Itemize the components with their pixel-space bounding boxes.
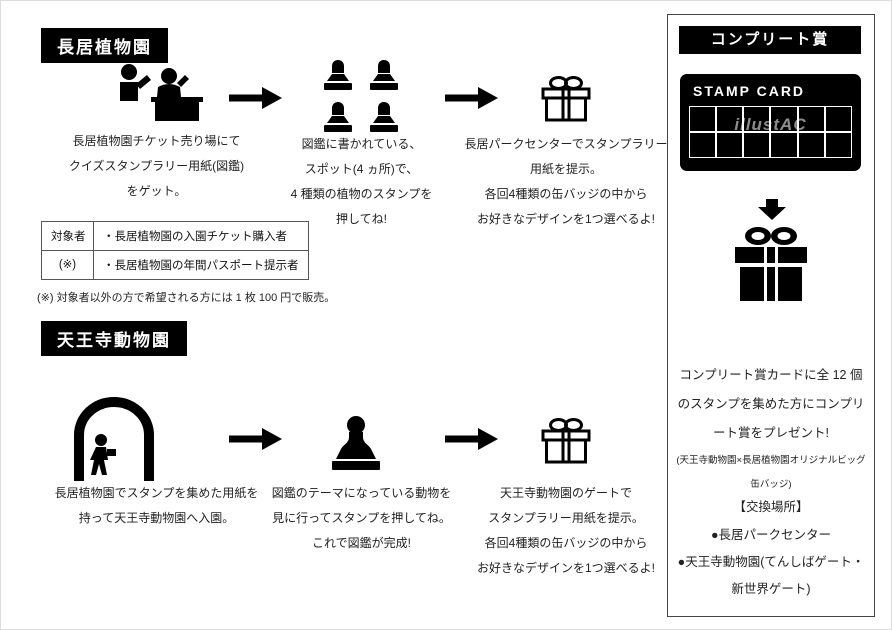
- stamp-cell: [716, 106, 744, 132]
- stamp-cell: [797, 106, 825, 132]
- text-line: 長居植物園チケット売り場にて: [72, 134, 241, 148]
- eligibility-table: 対象者 ・長居植物園の入園チケット購入者 (※) ・長居植物園の年間パスポート提…: [41, 221, 309, 280]
- stamp-card-title: STAMP CARD: [693, 83, 806, 99]
- eligibility-row-1: ・長居植物園の入園チケット購入者: [103, 231, 287, 243]
- stamp-icon: [324, 60, 352, 90]
- stamp-cell: [716, 132, 744, 158]
- flower-gate-icon: [69, 393, 159, 481]
- text-line: クイズスタンプラリー用紙(図鑑): [68, 159, 245, 173]
- text-line: をゲット。: [126, 184, 187, 198]
- stamp-icon: [370, 60, 398, 90]
- exchange-locations: ●長居パークセンター ●天王寺動物園(てんしばゲート・ 新世界ゲート): [668, 522, 874, 603]
- gift-icon: [540, 417, 592, 464]
- stamp-cell: [743, 106, 771, 132]
- stamp-cell: [770, 106, 798, 132]
- step-text-zoo-1: 長居植物園でスタンプを集めた用紙を 持って天王寺動物園へ入園。: [49, 481, 264, 531]
- stamp-cell: [689, 106, 717, 132]
- stamp-cell: [797, 132, 825, 158]
- text-line: ●天王寺動物園(てんしばゲート・: [677, 555, 865, 569]
- stamp-cell: [770, 132, 798, 158]
- step-text-botanical-1: 長居植物園チケット売り場にて クイズスタンプラリー用紙(図鑑) をゲット。: [49, 129, 264, 204]
- stamp-icon: [324, 102, 352, 132]
- arrow-right-icon: [229, 86, 283, 110]
- stamp-cell: [689, 132, 717, 158]
- big-stamp-icon: [328, 415, 384, 477]
- footnote: (※) 対象者以外の方で希望される方には 1 枚 100 円で販売。: [37, 292, 336, 304]
- text-line: ート賞をプレゼント!: [713, 426, 829, 440]
- text-line: ●長居パークセンター: [710, 528, 832, 542]
- text-line: スタンプラリー用紙を提示。: [488, 511, 644, 525]
- text-line: 見に行ってスタンプを押してね。: [272, 511, 451, 525]
- text-line: 各回4種類の缶バッジの中から: [484, 187, 648, 201]
- eligibility-header-2: (※): [42, 250, 94, 279]
- big-gift-icon: [733, 223, 809, 303]
- exchange-heading: 【交換場所】: [733, 500, 809, 514]
- text-line: 4 種類の植物のスタンプを: [290, 187, 433, 201]
- gift-icon: [540, 75, 592, 122]
- text-line: のスタンプを集めた方にコンプリ: [677, 397, 865, 411]
- complete-description: コンプリート賞カードに全 12 個 のスタンプを集めた方にコンプリ ート賞をプレ…: [668, 361, 874, 448]
- prize-note: (天王寺動物園×長居植物園オリジナルビッグ 缶バッジ): [668, 449, 874, 497]
- stamp-cell: [824, 132, 852, 158]
- section-title-zoo: 天王寺動物園: [41, 321, 187, 356]
- four-stamps-icon: [323, 59, 399, 133]
- text-line: 各回4種類の缶バッジの中から: [484, 536, 648, 550]
- step-text-zoo-3: 天王寺動物園のゲートで スタンプラリー用紙を提示。 各回4種類の缶バッジの中から…: [461, 481, 671, 581]
- arrow-right-icon: [229, 427, 283, 451]
- eligibility-header-1: 対象者: [42, 222, 94, 250]
- text-line: 天王寺動物園のゲートで: [499, 486, 632, 500]
- section-title-complete: コンプリート賞: [679, 26, 861, 54]
- stamp-cell: [824, 106, 852, 132]
- text-line: お好きなデザインを1つ選べるよ!: [476, 561, 655, 575]
- stamp-grid: [689, 106, 852, 158]
- text-line: これで図鑑が完成!: [312, 536, 411, 550]
- section-title-botanical: 長居植物園: [41, 28, 168, 63]
- text-line: スポット(4 ヵ所)で、: [304, 162, 419, 176]
- text-line: 持って天王寺動物園へ入園。: [78, 511, 235, 525]
- text-line: 図鑑のテーマになっている動物を: [271, 486, 452, 500]
- arrow-right-icon: [445, 427, 499, 451]
- text-line: 長居植物園でスタンプを集めた用紙を: [54, 486, 259, 500]
- text-line: お好きなデザインを1つ選べるよ!: [476, 212, 655, 226]
- text-line: 新世界ゲート): [731, 582, 811, 596]
- stamp-icon: [370, 102, 398, 132]
- text-line: コンプリート賞カードに全 12 個: [679, 368, 863, 382]
- step-text-botanical-2: 図鑑に書かれている、 スポット(4 ヵ所)で、 4 種類の植物のスタンプを 押し…: [264, 132, 459, 232]
- text-line: (天王寺動物園×長居植物園オリジナルビッグ: [676, 455, 866, 466]
- down-arrow-icon: [757, 199, 787, 221]
- text-line: 図鑑に書かれている、: [301, 137, 422, 151]
- complete-prize-panel: コンプリート賞 STAMP CARD illustAC: [667, 14, 875, 617]
- text-line: 押してね!: [336, 212, 387, 226]
- text-line: 缶バッジ): [750, 479, 792, 490]
- arrow-right-icon: [445, 86, 499, 110]
- step-text-botanical-3: 長居パークセンターでスタンプラリー 用紙を提示。 各回4種類の缶バッジの中から …: [461, 132, 671, 232]
- stamp-card: STAMP CARD illustAC: [680, 74, 861, 171]
- step-text-zoo-2: 図鑑のテーマになっている動物を 見に行ってスタンプを押してね。 これで図鑑が完成…: [264, 481, 459, 556]
- text-line: 用紙を提示。: [529, 162, 602, 176]
- stamp-cell: [743, 132, 771, 158]
- text-line: 長居パークセンターでスタンプラリー: [464, 137, 668, 151]
- ticket-counter-icon: [109, 63, 204, 121]
- eligibility-row-2: ・長居植物園の年間パスポート提示者: [94, 250, 308, 279]
